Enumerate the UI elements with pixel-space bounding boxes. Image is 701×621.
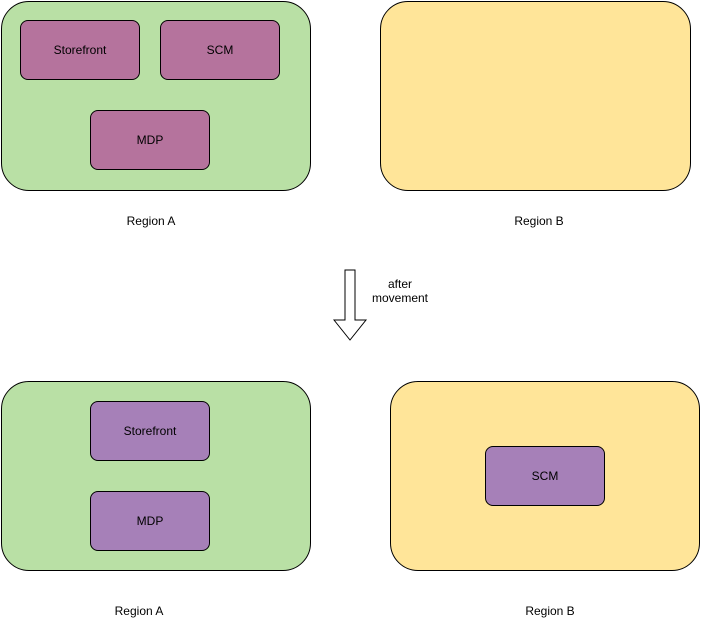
mdp-service-after: MDP bbox=[90, 491, 210, 551]
storefront-service-before: Storefront bbox=[20, 20, 140, 80]
transition-label-line2: movement bbox=[371, 291, 429, 305]
scm-service-before: SCM bbox=[160, 20, 280, 80]
region-b-before-label: Region B bbox=[514, 214, 564, 228]
storefront-service-after: Storefront bbox=[90, 401, 210, 461]
down-arrow-icon bbox=[333, 269, 368, 341]
region-a-before-label: Region A bbox=[126, 214, 176, 228]
scm-service-after: SCM bbox=[485, 446, 605, 506]
region-a-after-label: Region A bbox=[114, 604, 164, 618]
transition-label: after movement bbox=[365, 277, 435, 305]
region-b-after-label: Region B bbox=[525, 604, 575, 618]
region-b-before bbox=[380, 1, 691, 191]
mdp-service-before: MDP bbox=[90, 110, 210, 170]
transition-label-line1: after bbox=[387, 277, 412, 291]
